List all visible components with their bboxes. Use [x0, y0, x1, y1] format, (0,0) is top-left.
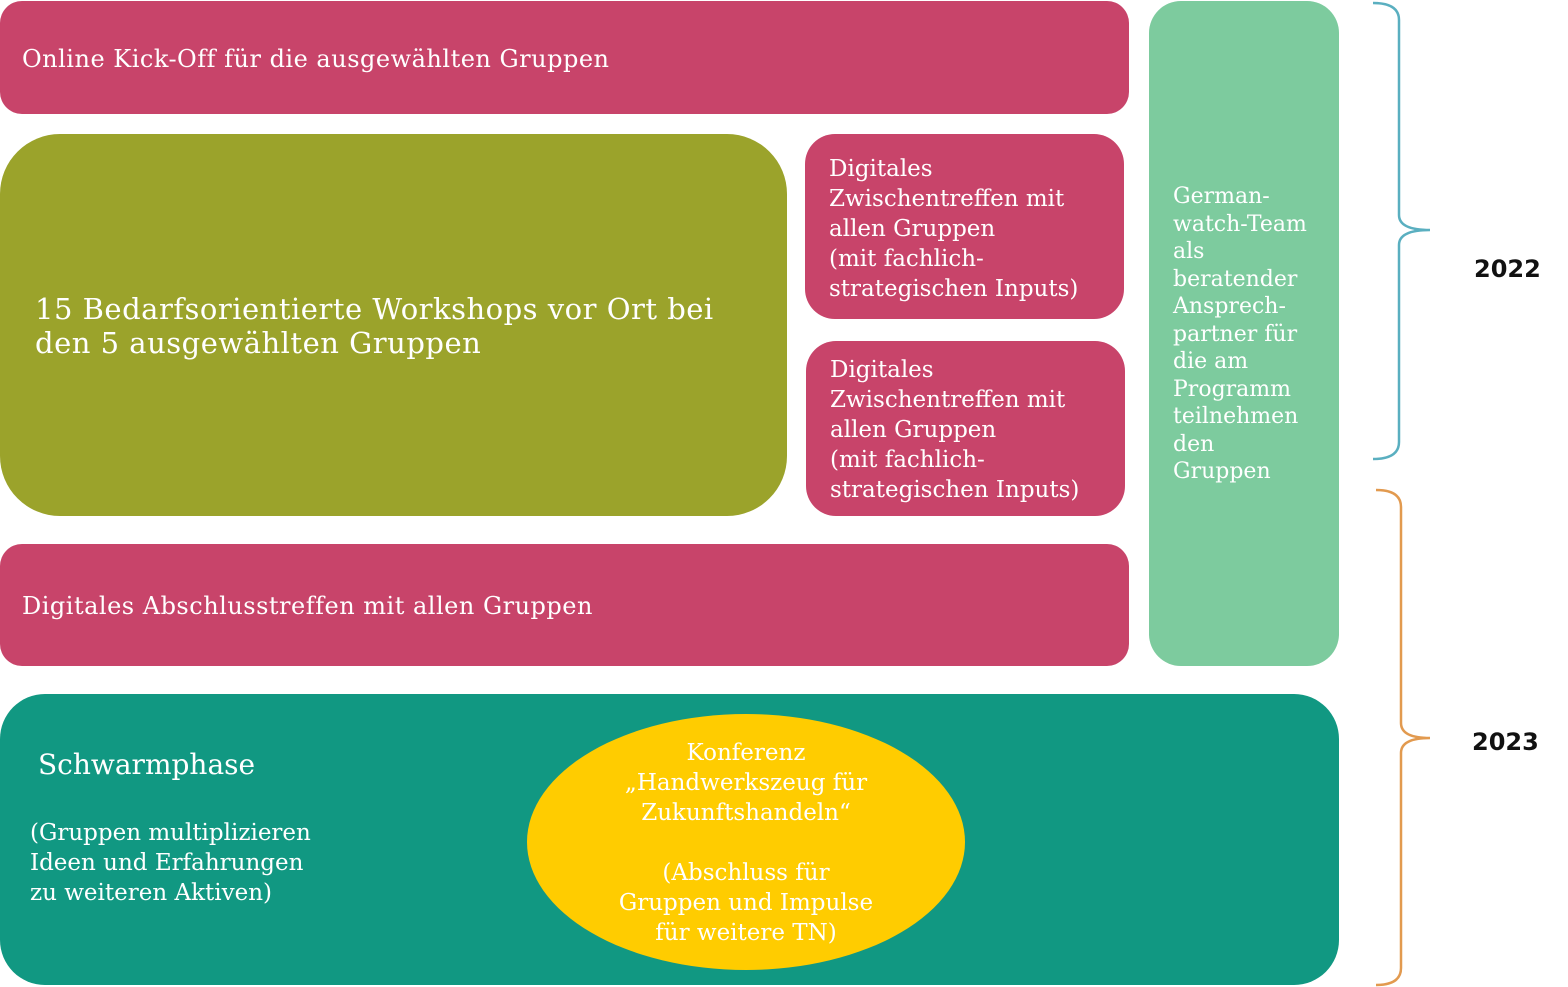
brace-2022 [1372, 1, 1431, 461]
intermediate-meeting-1-box: Digitales Zwischentreffen mit allen Grup… [805, 134, 1124, 319]
year-2023-label: 2023 [1472, 728, 1539, 756]
germanwatch-team-box: German- watch-Team als beratender Anspre… [1149, 1, 1339, 666]
closing-meeting-label: Digitales Abschlusstreffen mit allen Gru… [22, 592, 593, 620]
kickoff-label: Online Kick-Off für die ausgewählten Gru… [22, 45, 610, 73]
intermediate-meeting-1-label: Digitales Zwischentreffen mit allen Grup… [829, 156, 1079, 302]
swarm-phase-title: Schwarmphase [38, 748, 256, 781]
conference-subtitle: (Abschluss für Gruppen und Impulse für w… [618, 860, 874, 946]
conference-title: Konferenz „Handwerkszeug für Zukunftshan… [624, 740, 868, 826]
swarm-phase-description: (Gruppen multiplizieren Ideen und Erfahr… [30, 820, 311, 906]
workshops-label: 15 Bedarfsorientierte Workshops vor Ort … [35, 292, 714, 360]
intermediate-meeting-2-label: Digitales Zwischentreffen mit allen Grup… [830, 357, 1080, 503]
brace-2023 [1375, 488, 1431, 987]
conference-ellipse: Konferenz „Handwerkszeug für Zukunftshan… [527, 714, 965, 970]
workshops-box: 15 Bedarfsorientierte Workshops vor Ort … [0, 134, 787, 516]
intermediate-meeting-2-box: Digitales Zwischentreffen mit allen Grup… [806, 341, 1125, 516]
germanwatch-team-label: German- watch-Team als beratender Anspre… [1173, 184, 1307, 484]
closing-meeting-box: Digitales Abschlusstreffen mit allen Gru… [0, 544, 1129, 666]
kickoff-box: Online Kick-Off für die ausgewählten Gru… [0, 1, 1129, 114]
year-2022-label: 2022 [1474, 255, 1541, 283]
